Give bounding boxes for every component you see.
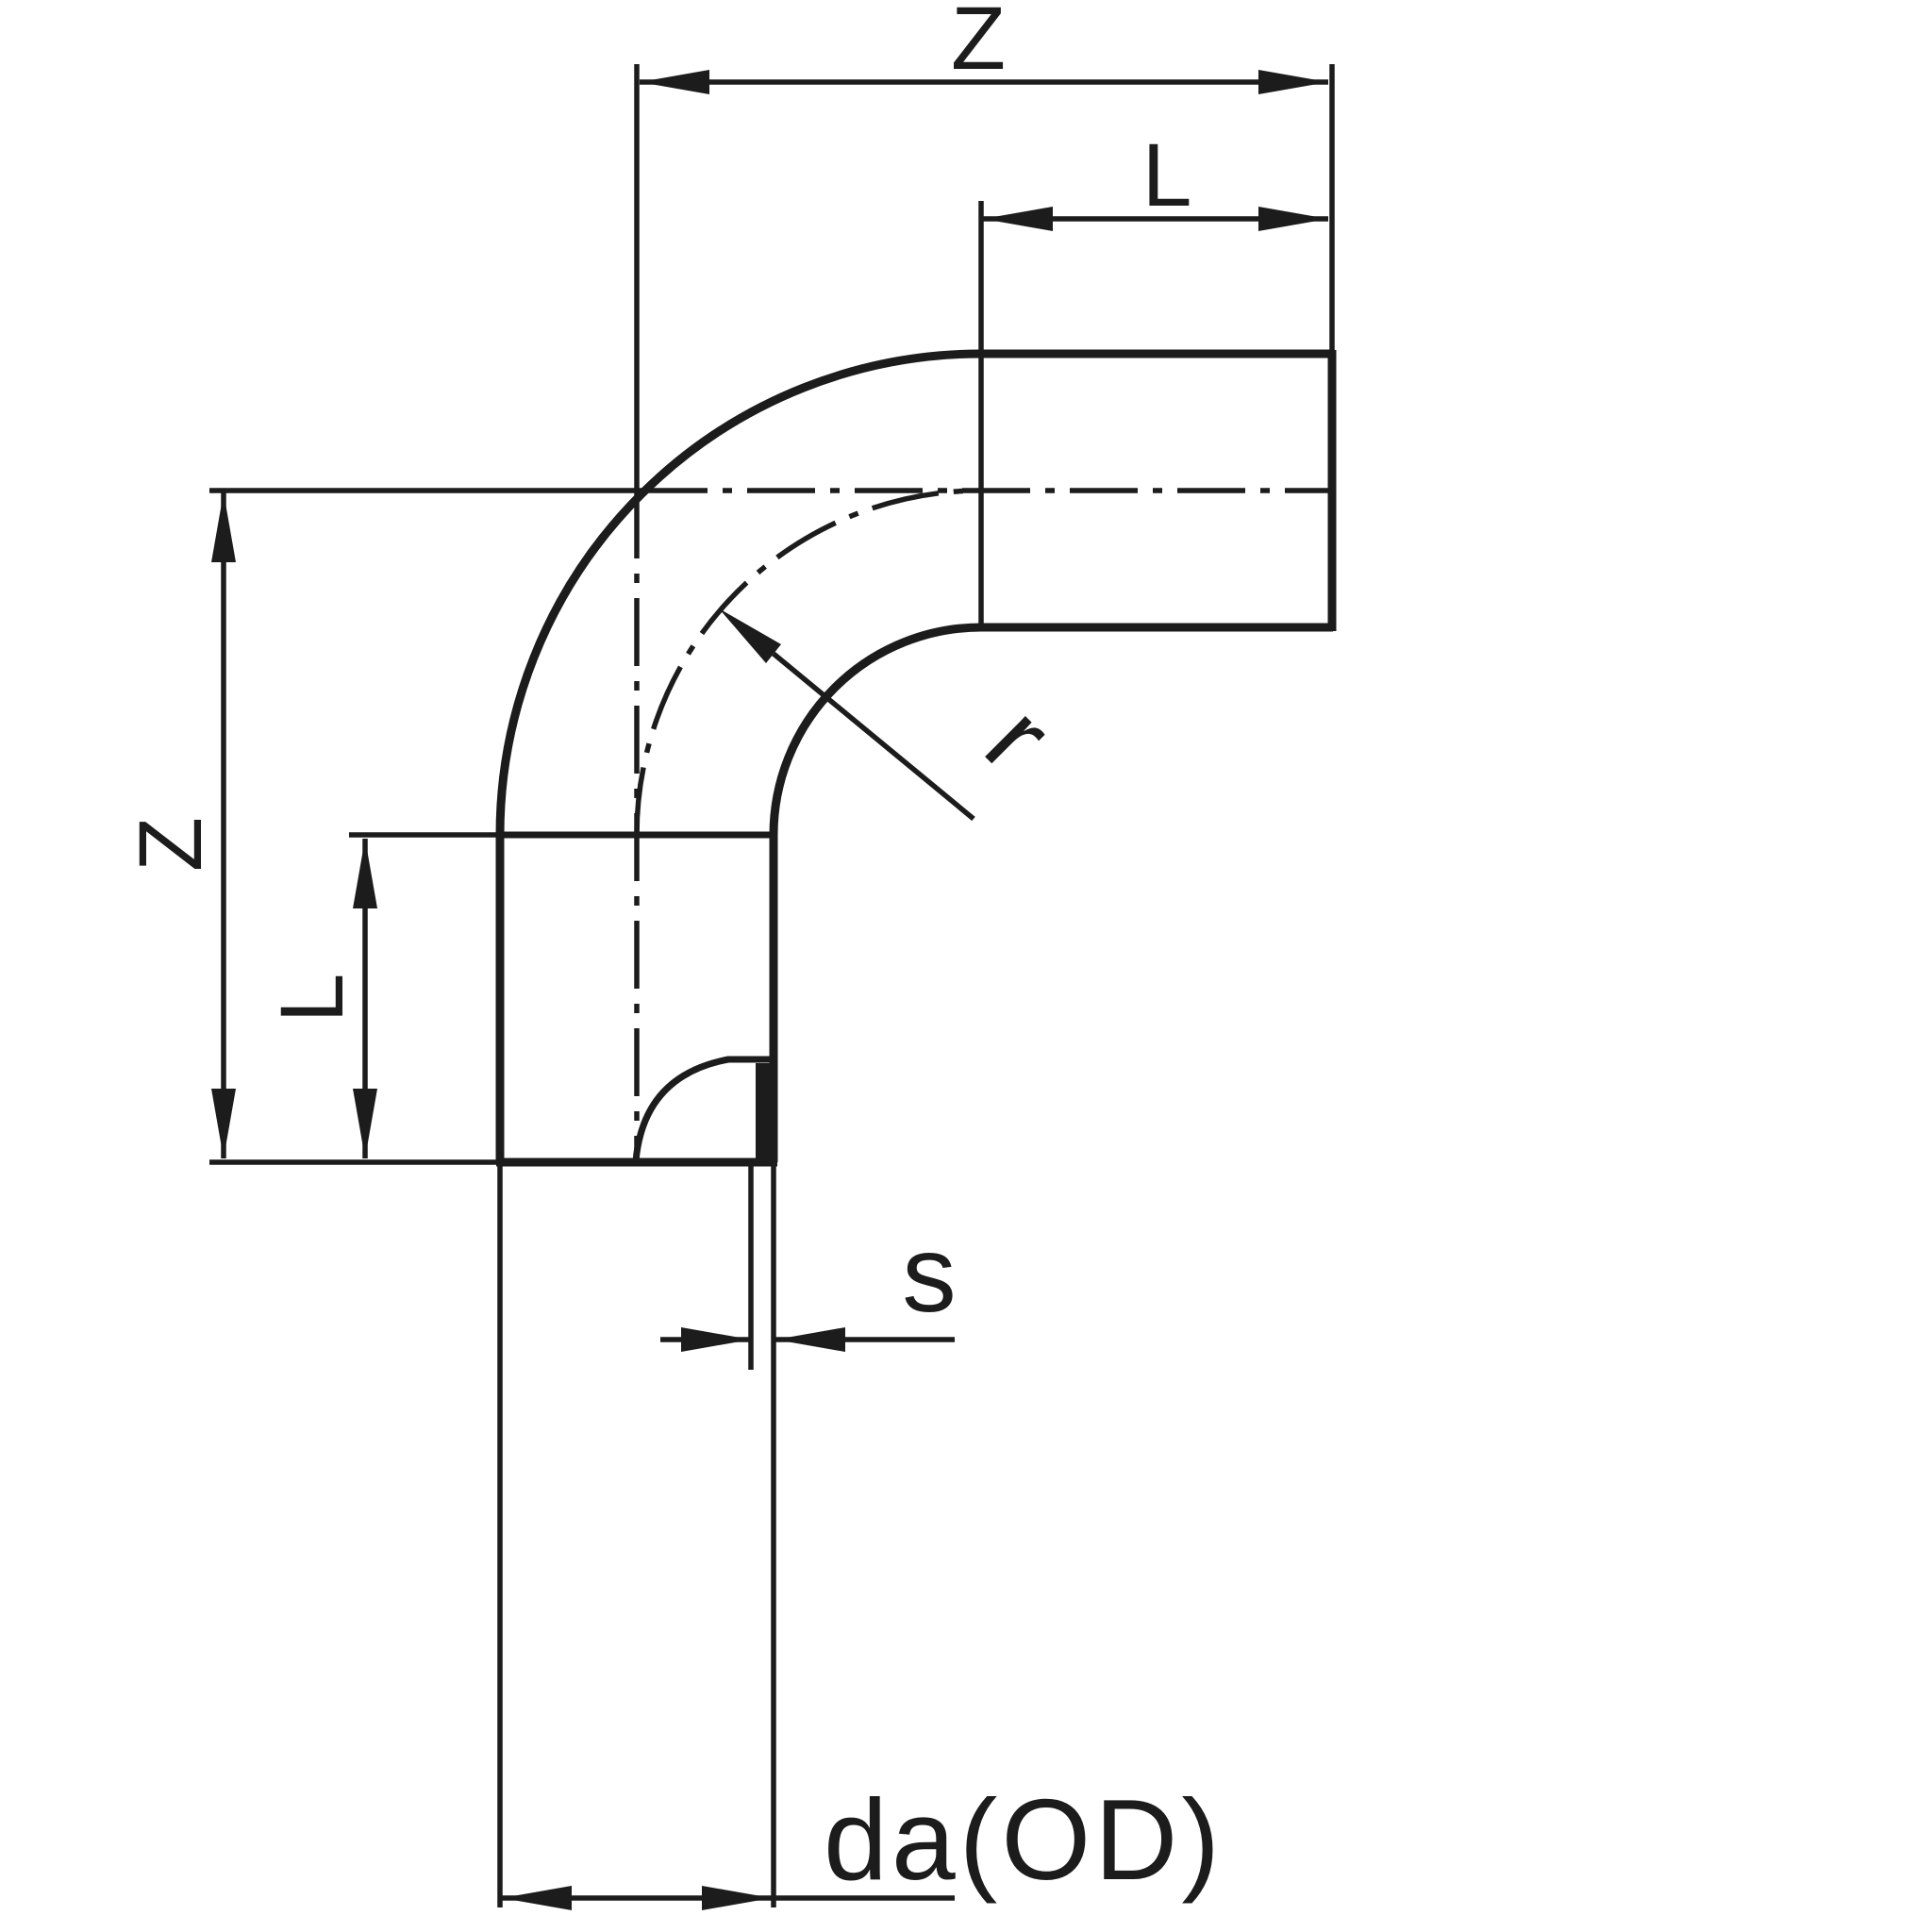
dim-label-l-top: L	[1142, 125, 1192, 225]
arrow-left-icon	[775, 1327, 845, 1352]
dim-label-outer-diameter: da(OD)	[824, 1775, 1224, 1904]
dim-label-z-top: Z	[951, 0, 1006, 89]
arrow-up-icon	[353, 839, 377, 908]
dim-label-wall-thickness: s	[902, 1214, 957, 1335]
dim-label-radius: r	[963, 683, 1074, 794]
arrow-right-icon	[1258, 207, 1328, 231]
bend-centerline-arc	[634, 488, 982, 836]
wall-section-detail	[632, 1056, 772, 1162]
arrow-left-icon	[983, 207, 1053, 231]
arrow-right-icon	[681, 1327, 751, 1352]
arrow-left-icon	[502, 1886, 572, 1910]
arrow-right-icon	[1258, 70, 1328, 94]
arrow-left-icon	[640, 70, 709, 94]
bore-chamfer-curve	[632, 1056, 772, 1162]
dim-label-z-left: Z	[121, 817, 221, 872]
pipe-inner-edge	[769, 623, 1333, 836]
arrow-up-icon	[211, 492, 236, 562]
arrow-down-icon	[353, 1089, 377, 1158]
dimension-l-left: L	[262, 839, 377, 1158]
extension-lines	[209, 64, 1335, 1907]
arrow-upleft-icon	[719, 608, 781, 663]
dimension-wall-thickness: s	[660, 1214, 957, 1352]
centerlines	[634, 488, 1335, 1161]
arrow-right-icon	[702, 1886, 772, 1910]
dimension-l-top: L	[983, 125, 1328, 231]
pipe-outer-edge	[495, 349, 1333, 836]
dim-label-l-left: L	[262, 974, 362, 1024]
radius-leader-line	[772, 651, 975, 822]
pipe-outline	[495, 349, 1337, 1167]
dimension-z-left: Z	[121, 492, 236, 1158]
arrow-down-icon	[211, 1089, 236, 1158]
dimension-z-top: Z	[640, 0, 1328, 94]
dimension-radius: r	[719, 608, 1074, 822]
dimension-outer-diameter: da(OD)	[500, 1775, 1224, 1910]
